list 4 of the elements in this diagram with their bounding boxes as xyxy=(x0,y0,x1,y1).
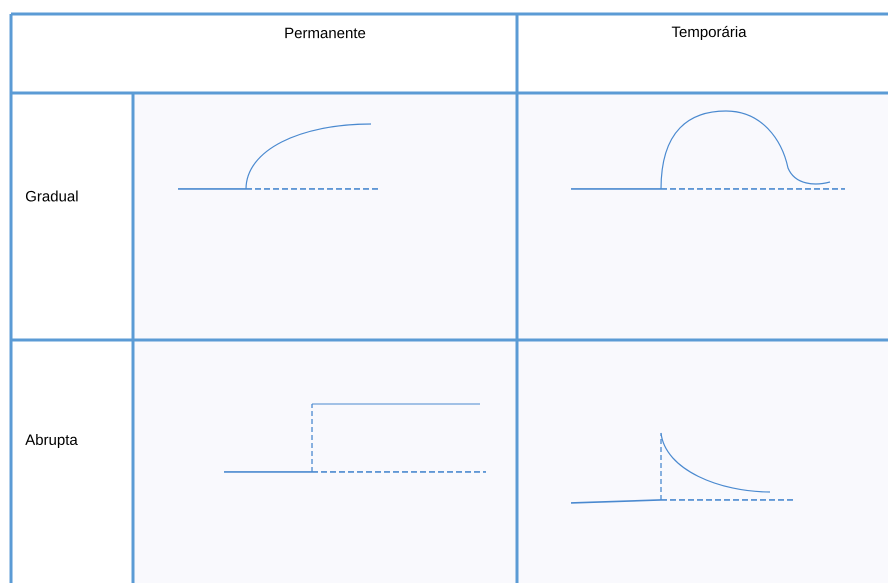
column-header: Temporária xyxy=(672,26,747,40)
row-header: Abrupta xyxy=(25,434,78,448)
column-header: Permanente xyxy=(285,28,366,38)
row-header: Gradual xyxy=(26,190,78,202)
